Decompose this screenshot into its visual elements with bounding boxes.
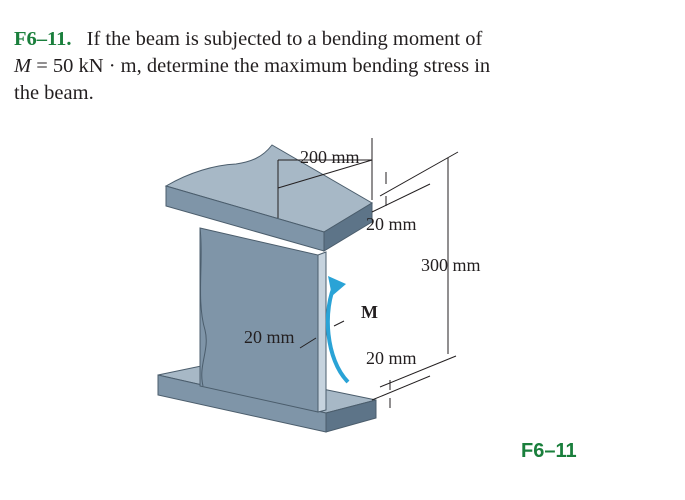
dimension-lines — [277, 138, 459, 408]
moment-value-text: = 50 kN · m, determine the maximum bendi… — [36, 55, 491, 77]
dim-flange-width-label: 200 mm — [300, 147, 360, 167]
dim-top-flange-label: 20 mm — [366, 214, 417, 234]
problem-tail: the beam. — [14, 82, 94, 104]
moment-label: M — [361, 302, 378, 322]
web — [199, 227, 327, 413]
dim-web-label: 20 mm — [244, 327, 295, 347]
problem-number: F6–11. — [14, 28, 72, 50]
problem-statement: F6–11. If the beam is subjected to a ben… — [14, 26, 614, 107]
dim-bottom-flange-label: 20 mm — [366, 348, 417, 368]
dim-depth-label: 300 mm — [421, 255, 481, 275]
moment-arrow — [325, 276, 350, 384]
problem-intro: If the beam is subjected to a bending mo… — [86, 28, 483, 50]
figure-caption: F6–11 — [521, 440, 577, 462]
top-flange — [164, 144, 373, 252]
moment-symbol: M — [14, 55, 32, 77]
